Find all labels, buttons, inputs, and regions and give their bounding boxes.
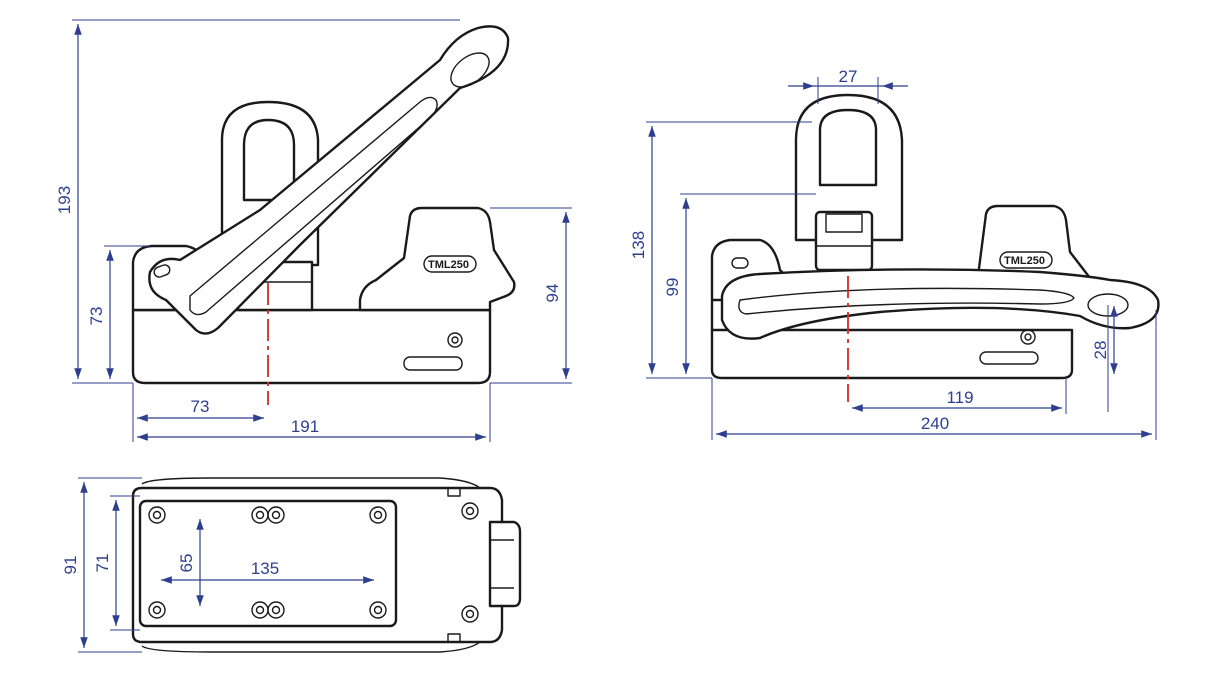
dim-28-label: 28 — [1091, 341, 1110, 360]
side-slot — [403, 356, 463, 371]
bolt-hole — [461, 502, 479, 520]
side-handle-hole — [450, 52, 490, 88]
top-mounting-plate — [138, 499, 398, 628]
side-base — [131, 308, 492, 385]
dim-191-label: 191 — [291, 417, 319, 436]
dim-73-h-label: 73 — [191, 397, 210, 416]
dim-119-label: 119 — [946, 388, 973, 407]
front-handle — [720, 268, 1160, 340]
side-logo-text: TML250 — [428, 259, 469, 271]
top-clamp-end — [488, 520, 522, 608]
side-screw — [447, 332, 463, 348]
dim-73-v-label: 73 — [87, 307, 106, 326]
dim-91-label: 91 — [61, 556, 80, 575]
side-logo-plate — [423, 255, 477, 273]
dim-94-label: 94 — [543, 284, 562, 303]
dim-99-label: 99 — [663, 278, 682, 297]
dim-138-label: 138 — [629, 231, 648, 259]
side-handle-groove — [189, 96, 438, 316]
bolt-hole — [369, 506, 387, 524]
top-flange — [141, 477, 481, 653]
front-handle-groove — [738, 287, 1075, 315]
front-coupling — [814, 210, 874, 272]
side-view: TML250 193 73 94 73 191 — [55, 19, 572, 442]
top-bolt-holes — [148, 502, 479, 623]
bolt-hole — [148, 506, 166, 524]
dim-135-label: 135 — [251, 559, 279, 578]
front-screw — [1020, 329, 1036, 345]
front-base — [710, 328, 1074, 380]
side-handle-slot — [153, 264, 171, 278]
bolt-hole — [369, 601, 387, 619]
side-right-housing — [358, 206, 516, 312]
front-slot — [979, 351, 1039, 365]
front-eye-hole — [818, 108, 878, 187]
front-logo-plate — [999, 251, 1053, 269]
bolt-hole — [267, 601, 285, 619]
dim-240-label: 240 — [921, 414, 949, 433]
front-right-housing — [976, 204, 1092, 292]
front-view: TML250 27 138 99 28 119 2 — [629, 67, 1160, 440]
dim-193-label: 193 — [55, 186, 74, 214]
side-eye-hole — [242, 118, 296, 202]
top-view: 91 71 65 135 — [61, 477, 522, 653]
dim-65-label: 65 — [177, 554, 196, 573]
dim-71-label: 71 — [93, 554, 112, 573]
bolt-hole — [267, 506, 285, 524]
front-handle-slot — [731, 257, 749, 269]
bolt-hole — [461, 605, 479, 623]
dim-27-label: 27 — [839, 67, 858, 86]
front-logo-text: TML250 — [1004, 255, 1045, 267]
bolt-hole — [148, 601, 166, 619]
